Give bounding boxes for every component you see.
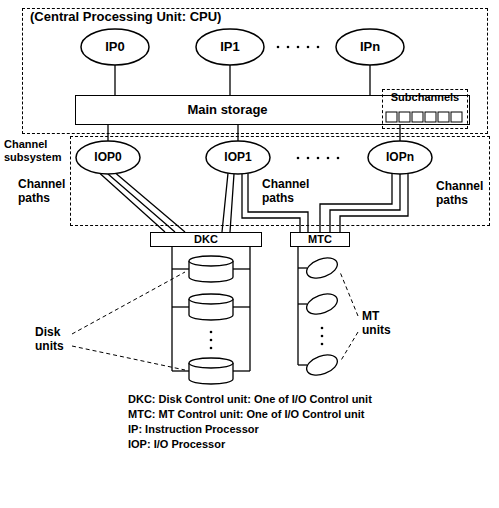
oval-shape [336,29,404,65]
processor-oval: IP1 [195,28,265,66]
mt-bus [298,247,307,365]
oval-shape [196,29,264,65]
channel-connector [114,65,115,95]
node-text: IOPn [386,151,414,165]
vertical-dots [210,327,324,350]
subchannel-region: Subchannels [382,89,468,129]
processor-oval: IP0 [80,28,150,66]
oval-shape [81,29,149,65]
abbreviation-note: IP: Instruction Processor [128,423,259,436]
oval-shape [206,141,270,174]
disk-cylinders [189,256,233,384]
channel-connector [229,65,230,95]
channel-path-label: Channel paths [18,178,70,206]
abbreviation-note: IOP: I/O Processor [128,438,225,451]
storage-box: Main storageSubchannels [75,95,470,125]
channel-connector [107,125,108,141]
node-text: (Central Processing Unit: CPU) [30,10,221,25]
cpu-region: (Central Processing Unit: CPU) IP0 IP1 IPnM… [22,8,488,134]
io-processor-oval: IOP0 [75,140,141,175]
node-text: Subchannels [382,89,468,104]
node-text: IP1 [220,40,240,55]
io-processor-oval: IOPn [367,140,433,175]
abbreviation-note: DKC: Disk Control unit: One of I/O Contr… [128,393,372,406]
control-unit-box: DKC [150,232,262,247]
node-text: IOP1 [224,151,251,165]
node-text: IOP0 [94,151,121,165]
channel-connector [222,173,234,232]
subchannel-cells [386,112,462,122]
io-processor-oval: IOP1 [205,140,271,175]
channel-path-label: Channel paths [436,180,488,208]
node-text: IP0 [105,40,125,55]
channel-connector [237,125,238,141]
channel-connector [399,125,400,141]
node-text: IPn [360,40,380,55]
processor-oval: IPn [335,28,405,66]
disk-bus [172,247,250,371]
unit-label: Disk units [35,326,80,354]
node-text: DKC [194,233,218,246]
channel-connector [100,173,185,232]
oval-shape [368,141,432,174]
unit-label: MT units [362,310,407,338]
ellipsis-dots [277,46,340,160]
channel-path-label: Channel paths [262,178,314,206]
abbreviation-note: MTC: MT Control unit: One of I/O Control… [128,408,364,421]
mt-reels [304,254,340,379]
node-text: Main storage [187,103,267,118]
leader-lines [72,272,358,370]
channel-connector [320,173,408,232]
node-text: MTC [308,233,332,246]
channel-connector [369,65,370,95]
node-text: Channel subsystem [4,138,66,163]
control-unit-box: MTC [290,232,350,247]
oval-shape [76,141,140,174]
